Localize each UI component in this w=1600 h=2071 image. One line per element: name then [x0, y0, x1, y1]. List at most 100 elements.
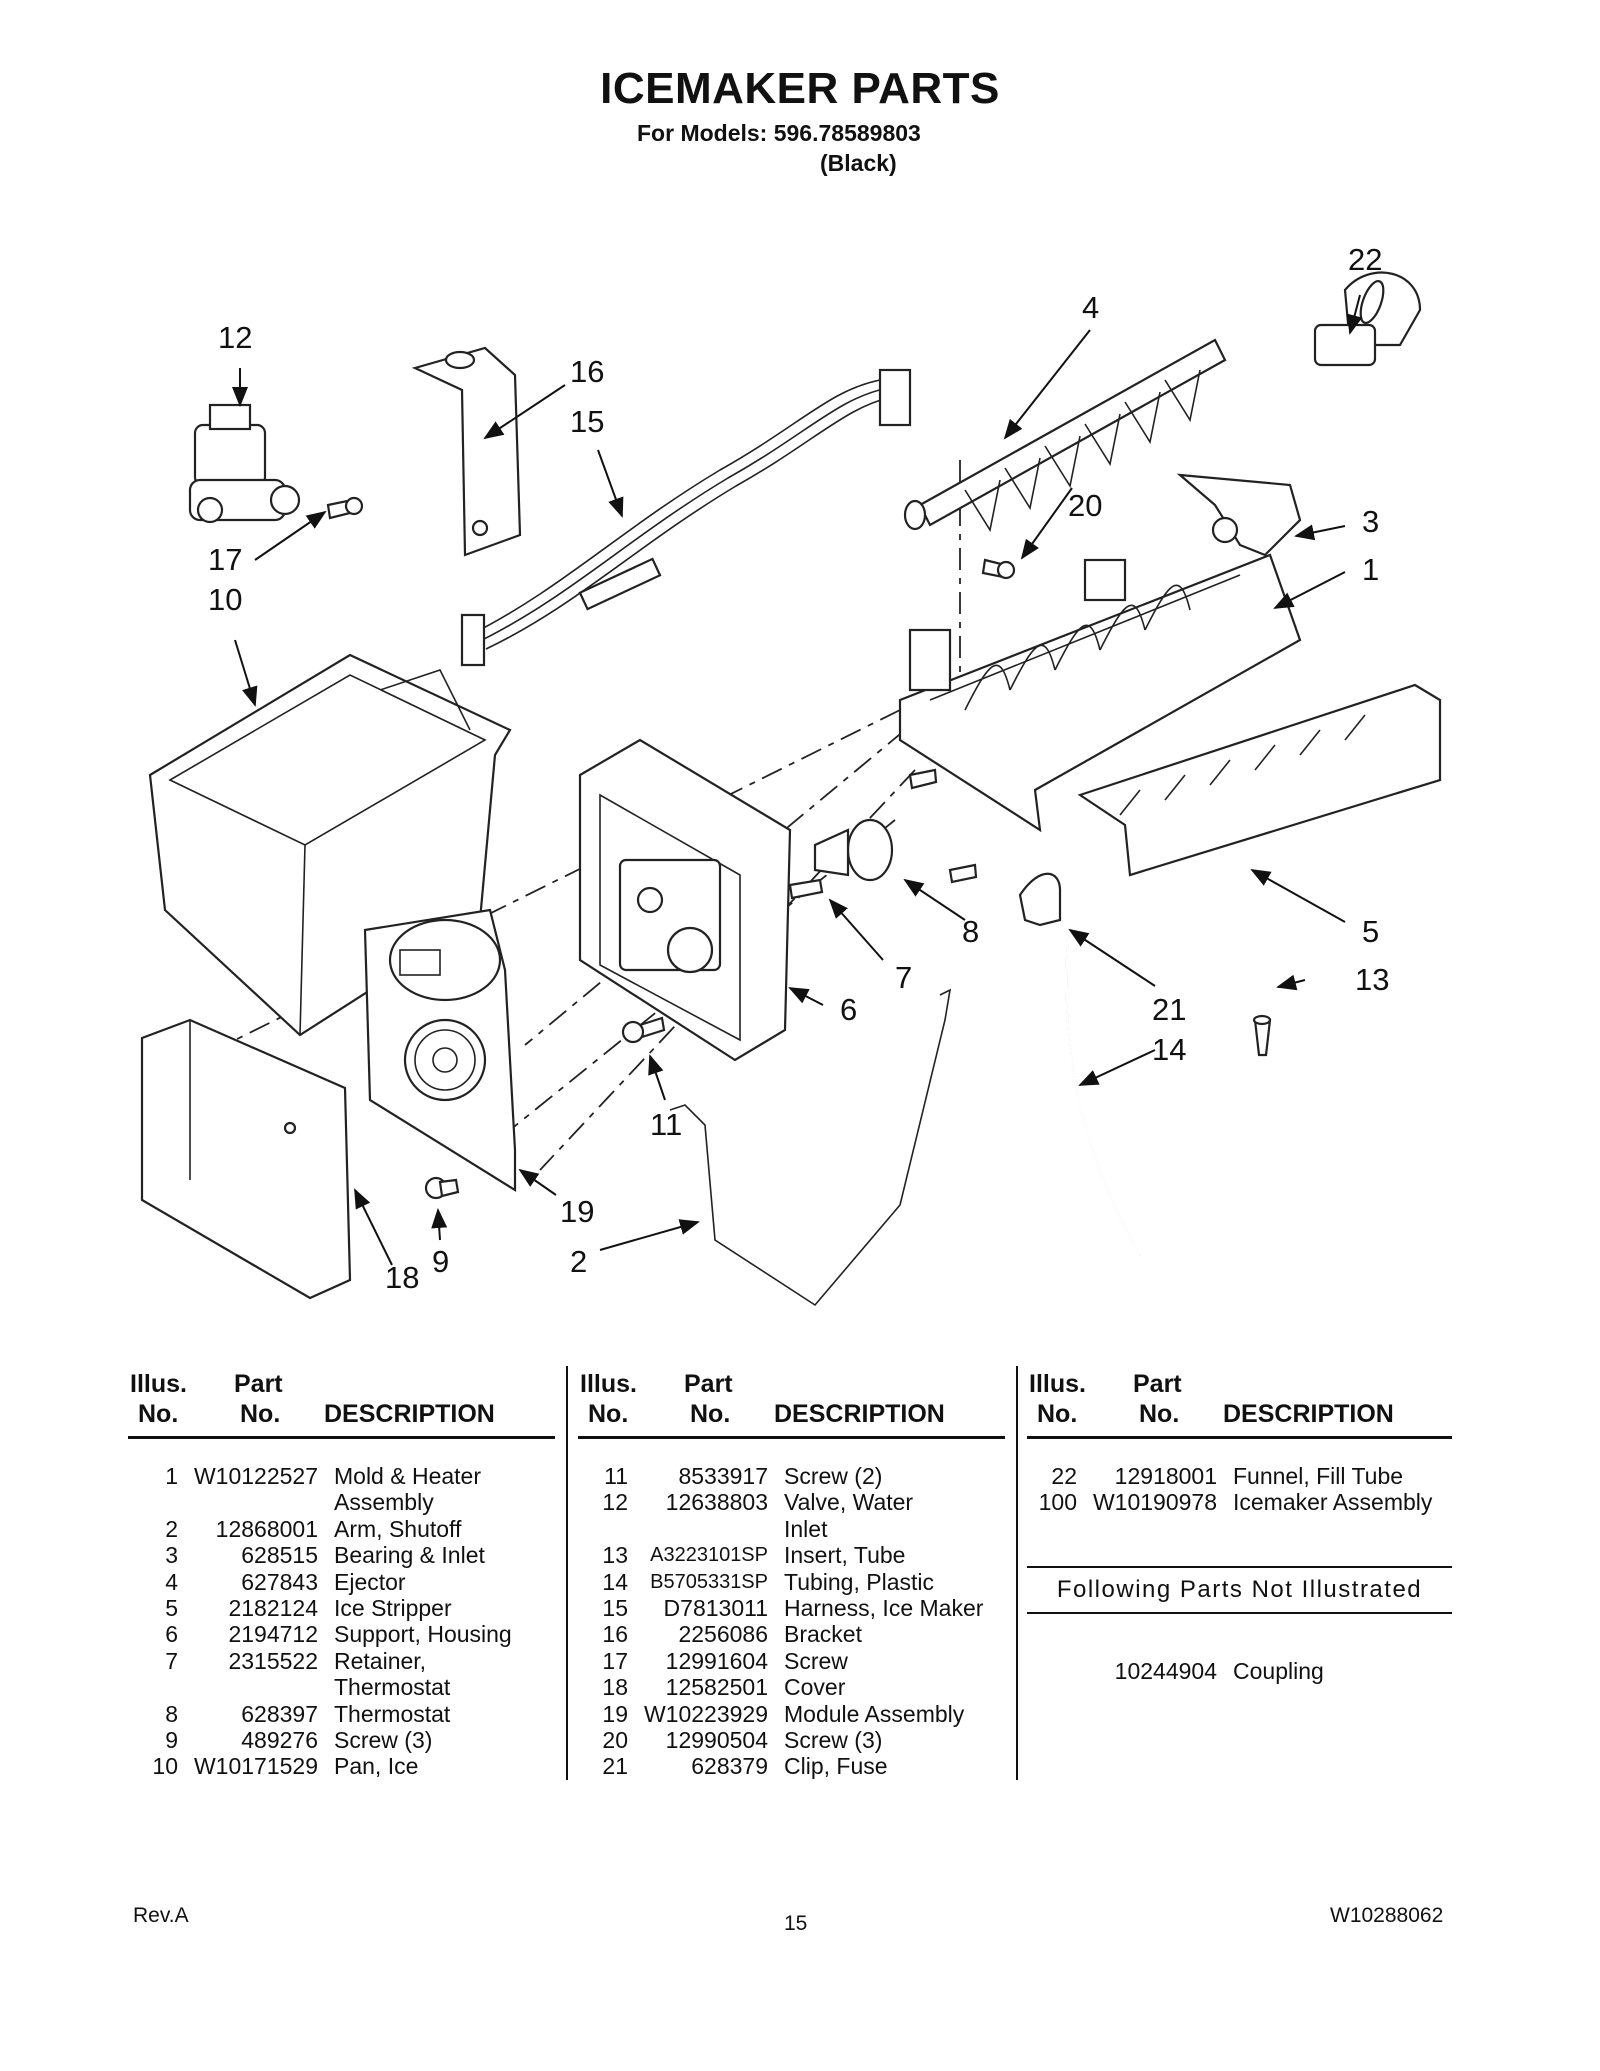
part-number: 12990504: [665, 1727, 768, 1754]
callout-15: 15: [570, 404, 604, 439]
part-description: Bearing & Inlet: [334, 1542, 485, 1569]
funnel-part: [1313, 271, 1422, 367]
illus-number: 1: [165, 1463, 178, 1489]
illus-number: 17: [602, 1647, 628, 1674]
part-description: Bracket: [784, 1621, 862, 1648]
illus-number: 21: [602, 1753, 628, 1780]
document-number: W10288062: [1330, 1904, 1444, 1927]
part-description: Funnel, Fill Tube: [1233, 1463, 1404, 1489]
part-number: 10244904: [1114, 1658, 1217, 1684]
part-description: Retainer, Thermostat: [334, 1647, 451, 1701]
part-description: Pan, Ice: [334, 1753, 419, 1780]
part-description: Icemaker Assembly: [1233, 1489, 1433, 1516]
thermostat-part: [813, 818, 894, 882]
callout-16: 16: [570, 354, 604, 389]
illus-number: 8: [165, 1700, 178, 1727]
part-number: W10171529: [193, 1753, 318, 1780]
parts-row: 17 12991604 Screw: [578, 1648, 1005, 1674]
screw-9-part: [424, 1176, 460, 1200]
part-number: 2315522: [228, 1647, 318, 1674]
illus-number: 10: [152, 1753, 178, 1780]
illus-number: 14: [602, 1568, 628, 1595]
illus-number: 6: [165, 1621, 178, 1648]
part-description: Screw (3): [334, 1727, 433, 1754]
illus-number: 100: [1038, 1489, 1077, 1516]
callout-22: 22: [1348, 242, 1382, 277]
column-divider: [1016, 1366, 1018, 1780]
callout-9: 9: [432, 1244, 449, 1279]
part-number: 627843: [241, 1568, 318, 1595]
illus-number: 13: [602, 1542, 628, 1569]
part-number: 489276: [241, 1727, 318, 1754]
module-assembly-part: [363, 908, 517, 1192]
illus-number: 9: [165, 1727, 178, 1754]
part-number: 12638803: [665, 1489, 768, 1516]
bearing-inlet-part: [1176, 473, 1302, 557]
retainer-part: [788, 768, 978, 900]
illus-number: 11: [604, 1463, 628, 1489]
part-number: 628397: [241, 1700, 318, 1727]
page-title: ICEMAKER PARTS: [600, 64, 1000, 113]
mold-heater-part: [898, 553, 1302, 833]
callout-3: 3: [1362, 504, 1379, 539]
water-valve-part: [188, 403, 301, 524]
callout-7: 7: [895, 960, 912, 995]
callout-numbers: 12 16 15 4 22 20 3 1 17 10 5 8 7 13 21 6…: [208, 242, 1389, 1295]
illus-number: 18: [602, 1674, 628, 1701]
fuse-clip-part: [1018, 872, 1062, 927]
exploded-parts-diagram: 12 16 15 4 22 20 3 1 17 10 5 8 7 13 21 6…: [140, 242, 1442, 1307]
callout-11: 11: [650, 1107, 682, 1142]
ejector-part: [903, 338, 1227, 533]
revision-label: Rev.A: [133, 1904, 189, 1927]
illus-number: 5: [165, 1595, 178, 1622]
illus-number: 3: [165, 1542, 178, 1569]
part-number: 12582501: [665, 1674, 768, 1701]
part-description: Mold & Heater Assembly: [334, 1463, 482, 1516]
callout-10: 10: [208, 582, 242, 617]
part-description: Arm, Shutoff: [334, 1515, 462, 1542]
part-description: Screw (2): [784, 1463, 883, 1489]
callout-12: 12: [218, 320, 252, 355]
column-header: Illus. No. Part No. DESCRIPTION: [578, 1366, 1005, 1439]
part-number: B5705331SP: [650, 1570, 768, 1593]
part-number: 2194712: [228, 1621, 318, 1648]
part-description: Thermostat: [334, 1700, 451, 1727]
part-number: 628379: [691, 1753, 768, 1780]
part-description: Coupling: [1233, 1658, 1324, 1684]
callout-19: 19: [560, 1194, 594, 1229]
part-description: Support, Housing: [334, 1621, 512, 1648]
harness-part: [460, 368, 912, 667]
column-header: Illus. No. Part No. DESCRIPTION: [1027, 1366, 1452, 1439]
not-illustrated-heading: Following Parts Not Illustrated: [1027, 1566, 1452, 1614]
callout-6: 6: [840, 992, 857, 1027]
screw-11-part: [621, 1016, 666, 1044]
part-description: Harness, Ice Maker: [784, 1595, 984, 1622]
callout-17: 17: [208, 542, 242, 577]
not-illustrated-row: 10244904 Coupling: [1027, 1658, 1324, 1685]
part-number: W10223929: [643, 1700, 768, 1727]
callout-4: 4: [1082, 290, 1099, 325]
page-number: 15: [784, 1912, 808, 1935]
part-description: Screw: [784, 1647, 848, 1674]
part-number: 12991604: [665, 1647, 768, 1674]
part-description: Tubing, Plastic: [784, 1568, 934, 1595]
